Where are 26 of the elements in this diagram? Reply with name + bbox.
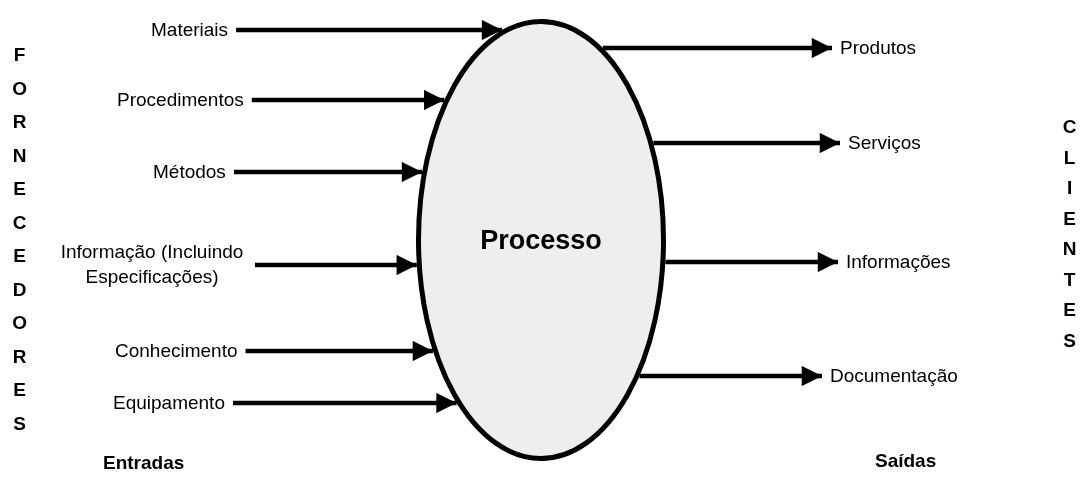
vertical-label: FORNECEDORES	[12, 43, 28, 436]
arrow	[232, 392, 457, 414]
input-label: Equipamento	[113, 390, 225, 416]
input-label: Métodos	[153, 159, 226, 185]
arrow	[236, 19, 503, 41]
input-label: Materiais	[151, 17, 229, 43]
input-label: Informação (Incluindo Especificações)	[57, 240, 247, 290]
output-label: Produtos	[840, 35, 917, 61]
process-label: Processo	[480, 224, 602, 256]
arrow	[602, 37, 832, 59]
arrow	[653, 132, 840, 154]
vertical-label: CLIENTES	[1062, 115, 1078, 353]
arrow	[251, 89, 445, 111]
arrow	[255, 254, 417, 276]
arrow	[639, 365, 822, 387]
input-label: Procedimentos	[117, 87, 244, 113]
output-label: Informações	[846, 249, 951, 275]
arrow	[233, 161, 423, 183]
input-label: Conhecimento	[115, 338, 238, 364]
process-ellipse	[416, 19, 666, 461]
arrow	[665, 251, 838, 273]
arrow	[245, 340, 433, 362]
output-label: Serviços	[848, 130, 921, 156]
column-label: Saídas	[875, 450, 937, 472]
output-label: Documentação	[830, 363, 958, 389]
column-label: Entradas	[103, 452, 185, 474]
